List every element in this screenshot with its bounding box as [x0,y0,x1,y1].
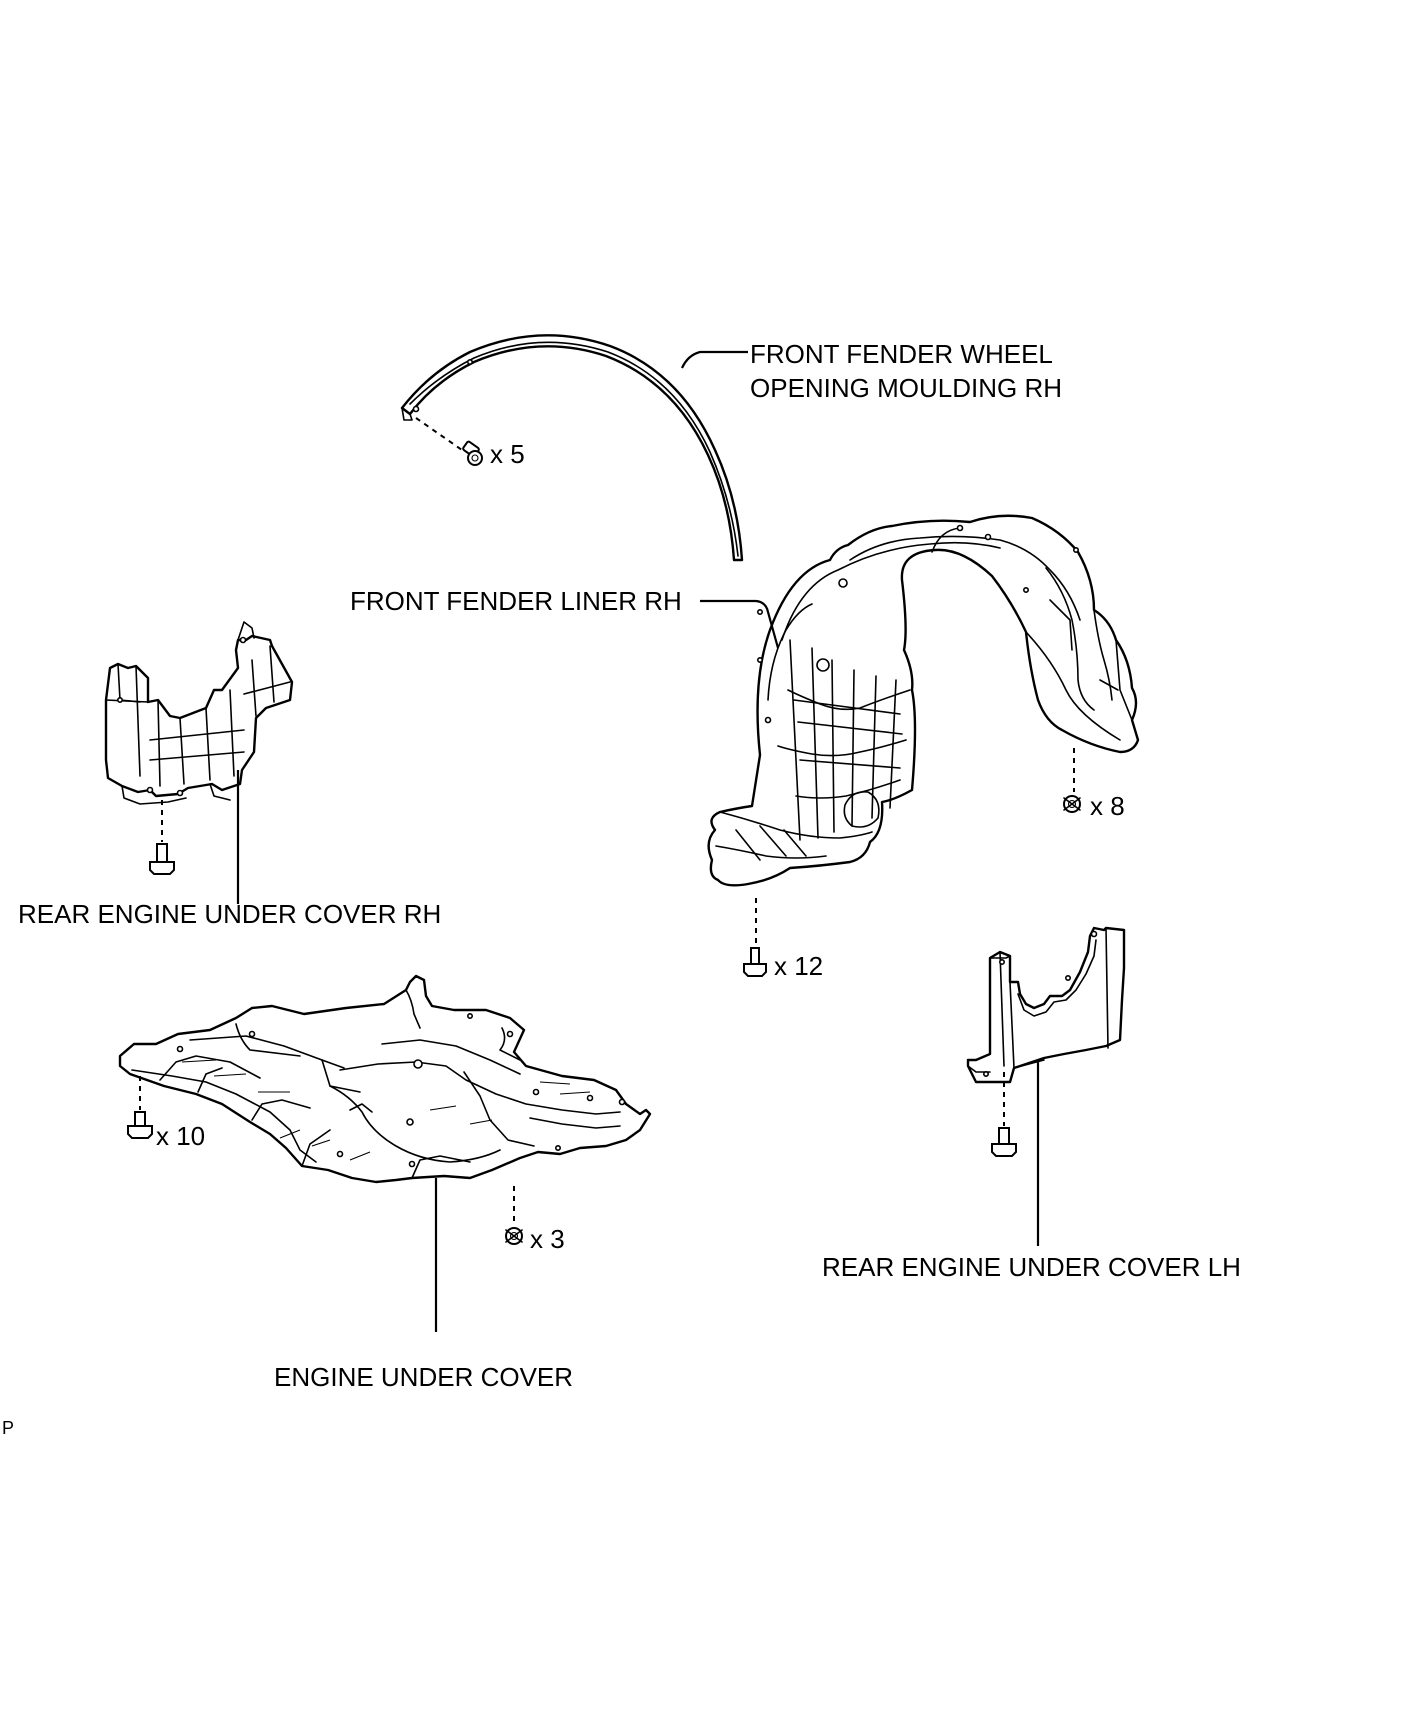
rear-lh-bolt-icon [991,1127,1017,1157]
liner-bottom-bolt-icon [743,947,767,977]
moulding-fastener-count: x 5 [490,439,525,469]
moulding-fastener-dashline [415,417,463,451]
engine-front-bolt-icon [127,1111,153,1139]
rear-lh-label: REAR ENGINE UNDER COVER LH [822,1252,1241,1282]
liner-top-clip-icon [1063,795,1081,813]
engine-rear-clip-icon [505,1227,523,1245]
liner-bottom-fastener-count: x 12 [774,951,823,981]
moulding-label-line1: FRONT FENDER WHEEL [750,339,1053,369]
liner-top-fastener-count: x 8 [1090,791,1125,821]
liner-label: FRONT FENDER LINER RH [350,586,682,616]
rear-engine-under-cover-rh [104,621,294,805]
liner-leader-line [700,599,780,649]
wheel-opening-moulding [400,334,744,562]
engine-under-cover [118,974,652,1184]
engine-rear-fastener-count: x 3 [530,1224,565,1254]
moulding-label-line2: OPENING MOULDING RH [750,373,1062,403]
engine-front-fastener-count: x 10 [156,1121,205,1151]
rear-engine-under-cover-lh [966,926,1126,1084]
corner-mark: P [2,1418,14,1438]
moulding-clip-icon [462,440,483,466]
engine-cover-label: ENGINE UNDER COVER [274,1362,573,1392]
moulding-leader-line [681,350,748,369]
fender-liner [707,514,1140,887]
rear-rh-bolt-icon [149,843,175,875]
rear-rh-label: REAR ENGINE UNDER COVER RH [18,899,441,929]
